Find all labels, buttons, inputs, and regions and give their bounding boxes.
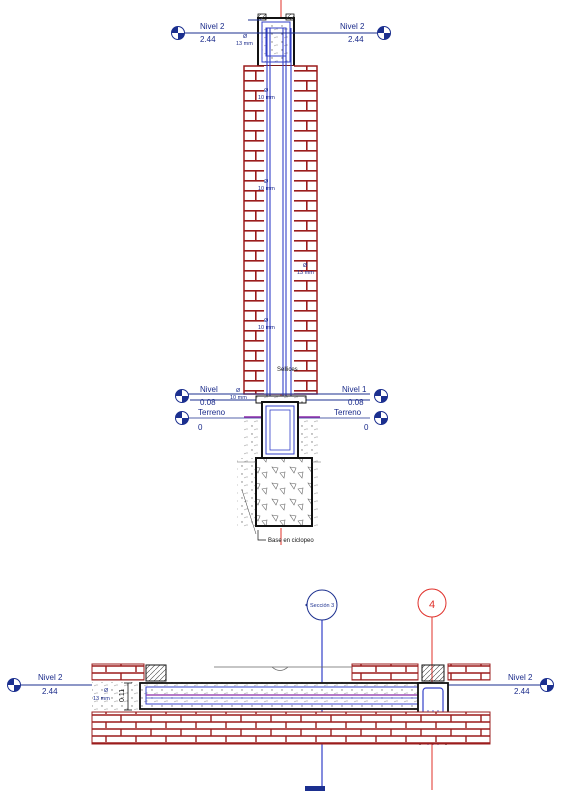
floor-slab [185,393,370,404]
slab-depression [214,666,352,671]
brick-top-right [351,663,419,681]
level-marker-mid-left [175,389,189,403]
svg-text:Ø: Ø [264,318,269,324]
svg-text:Ø: Ø [264,88,269,94]
level-elev-lower-right: 2.44 [514,687,530,696]
level-elev-terrain-right: 0 [364,423,369,432]
rebar-label: Ø 10 mm [230,388,247,401]
level-name-top-left: Nivel 2 [200,22,225,31]
svg-text:10 mm: 10 mm [258,325,275,331]
foundation-stem [244,401,319,459]
section-tag-label: Sección 3 [310,603,334,609]
column-rebars [266,28,292,455]
level-marker-mid-right [374,389,388,403]
base-note: Base en ciclopeo [268,538,314,544]
level-elev-top-right: 2.44 [348,35,364,44]
level-elev-top-left: 2.44 [200,35,216,44]
base-leader-line [257,530,266,541]
level-marker-lower-left [7,678,21,692]
wall-section-upper: Nivel 2 2.44 Nivel 2 2.44 Nivel 0.08 Niv… [171,0,391,545]
grid-tag-circle [417,588,447,618]
svg-text:Ø: Ø [303,263,308,269]
svg-text:13 mm: 13 mm [297,270,314,276]
level-elev-mid-left: 0.08 [200,398,216,407]
rebar-label-lower-size: 13 mm [93,696,110,702]
rebar-label: Ø 13 mm [297,263,314,276]
level-name-mid-right: Nivel 1 [342,385,367,394]
svg-text:Ø: Ø [236,388,241,394]
level-marker-lower-right [540,678,554,692]
floor-section-lower: 4 Sección 3 [7,588,554,791]
level-name-lower-left: Nivel 2 [38,673,63,682]
svg-text:Ø: Ø [264,179,269,185]
level-marker-top-right [377,26,391,40]
grid-tag-label: 4 [429,599,435,611]
level-lines-top [178,19,384,34]
level-elev-terrain-left: 0 [198,423,203,432]
post-right [421,664,445,682]
dimension-value: 0.11 [119,689,126,702]
rebar-label: Ø 10 mm [258,318,275,331]
level-name-mid-left: Nivel [200,385,218,394]
dimension-line [124,682,132,711]
rebar-label: Ø 10 mm [258,179,275,192]
brick-top-left [91,663,145,681]
svg-text:10 mm: 10 mm [230,395,247,401]
level-name-top-right: Nivel 2 [340,22,365,31]
cyclopean-base [237,457,321,528]
column [264,66,294,394]
concrete-slab [92,682,444,710]
rebar-label: Ø 13 mm [236,34,253,47]
svg-text:10 mm: 10 mm [258,95,275,101]
brick-bottom [91,711,491,745]
level-marker-top-left [171,26,185,40]
level-elev-mid-right: 0.08 [348,398,364,407]
svg-text:10 mm: 10 mm [258,186,275,192]
level-name-terrain-left: Terreno [198,408,226,417]
center-note: Sellices [277,367,298,373]
level-marker-terrain-left [175,411,189,425]
svg-text:13 mm: 13 mm [236,41,253,47]
brick-top-far-right [447,663,491,681]
level-name-terrain-right: Terreno [334,408,362,417]
svg-text:Ø: Ø [243,34,248,40]
level-elev-lower-left: 2.44 [42,687,58,696]
top-beam [257,13,295,67]
level-name-lower-right: Nivel 2 [508,673,533,682]
rebar-label: Ø 10 mm [258,88,275,101]
level-marker-terrain-right [374,411,388,425]
rebar-label-lower-symbol: Ø [104,688,109,694]
base-leader-line-2 [241,489,257,535]
post-left [145,664,167,682]
